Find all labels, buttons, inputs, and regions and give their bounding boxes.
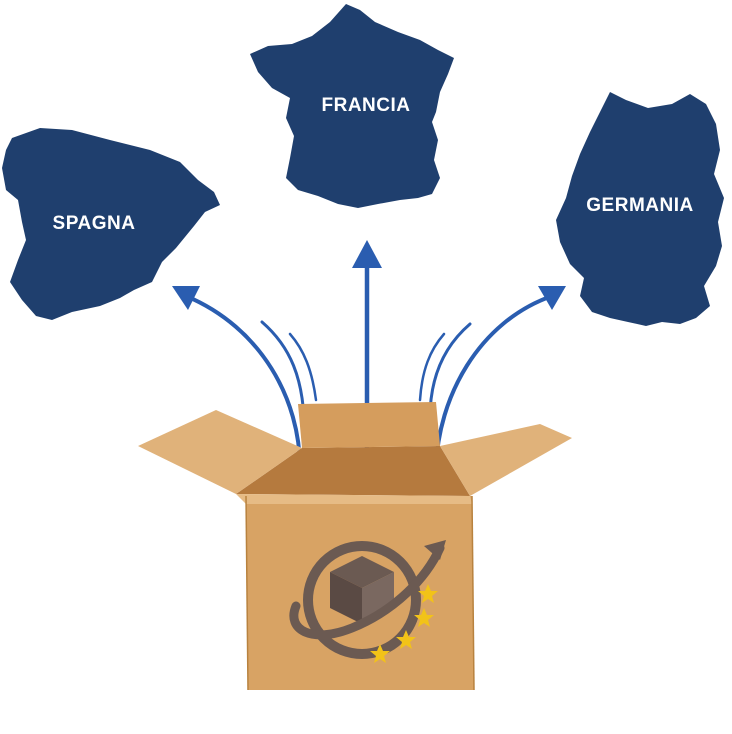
box-left-flap <box>138 410 302 494</box>
arrowhead-center <box>352 240 382 268</box>
spain-map: SPAGNA <box>2 128 220 320</box>
eu-stars-icon <box>370 584 438 663</box>
star-4 <box>370 644 390 663</box>
arrow-left-curve <box>184 294 302 470</box>
arrow-left-accent-2 <box>288 332 318 402</box>
arrow-left-accent-1 <box>260 320 306 420</box>
box-back-flap <box>298 402 440 448</box>
france-map: FRANCIA <box>250 4 454 208</box>
box-inside <box>236 446 470 496</box>
germany-label: GERMANIA <box>586 195 693 216</box>
cardboard-box <box>138 402 572 691</box>
arrowhead-right <box>538 286 566 310</box>
star-1 <box>418 584 438 603</box>
arrow-right-accent-2 <box>418 332 446 402</box>
box-front-rim <box>236 494 472 504</box>
star-3 <box>396 630 416 649</box>
arrowhead-left <box>172 286 200 310</box>
france-label: FRANCIA <box>322 95 411 116</box>
globe-package-arrow-logo-icon <box>289 540 446 659</box>
arrowheads <box>172 240 566 310</box>
germany-map: GERMANIA <box>556 92 724 326</box>
box-right-flap <box>440 424 572 496</box>
star-2 <box>414 608 434 627</box>
spain-label: SPAGNA <box>53 213 136 234</box>
